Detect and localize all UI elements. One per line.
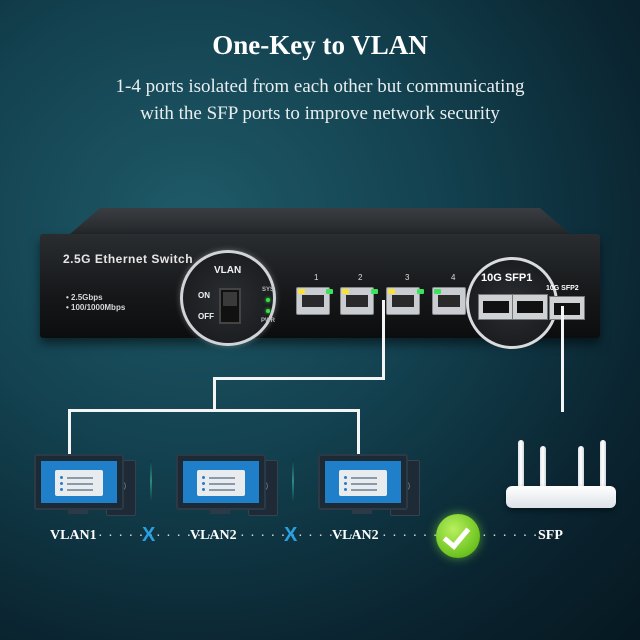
port-led bbox=[417, 289, 424, 294]
vlan2-label-b: VLAN2 bbox=[332, 528, 379, 543]
subtitle-line-2: with the SFP ports to improve network se… bbox=[140, 103, 500, 124]
port-led bbox=[326, 289, 333, 294]
wire-upper-drop bbox=[213, 377, 216, 412]
pwr-led-label: PWR bbox=[261, 318, 275, 324]
switch-model-label: 2.5G Ethernet Switch bbox=[63, 252, 194, 266]
link-dots: · · · · · · bbox=[98, 529, 155, 544]
port-number-2: 2 bbox=[358, 273, 363, 282]
spec-speed-2: • 100/1000Mbps bbox=[66, 303, 126, 312]
toggle-knob bbox=[223, 292, 237, 306]
blocked-x-icon: X bbox=[142, 524, 156, 546]
vlan1-label: VLAN1 bbox=[50, 528, 97, 543]
link-dots: · · · · · · bbox=[298, 529, 355, 544]
port-number-3: 3 bbox=[405, 273, 410, 282]
sfp2-slot[interactable] bbox=[549, 296, 585, 320]
sfp1-slot-b[interactable] bbox=[512, 294, 548, 320]
port-led bbox=[434, 289, 441, 294]
wire-pc3-drop bbox=[357, 409, 360, 457]
wire-upper-horizontal bbox=[213, 377, 385, 380]
wire-pc1-drop bbox=[68, 409, 71, 457]
port-number-1: 1 bbox=[314, 273, 319, 282]
vlan-off-label: OFF bbox=[198, 312, 214, 321]
vlan-toggle-switch[interactable] bbox=[219, 288, 241, 324]
port-led bbox=[388, 289, 395, 294]
blocked-x-icon: X bbox=[284, 524, 298, 546]
sfp2-label: 10G SFP2 bbox=[546, 285, 579, 292]
link-dots: · · · · · · bbox=[156, 529, 213, 544]
monitor-icon bbox=[34, 454, 124, 510]
divider-line bbox=[292, 460, 294, 502]
check-icon bbox=[436, 514, 480, 558]
sfp1-slot-a[interactable] bbox=[478, 294, 514, 320]
link-dots: · · · · · · bbox=[240, 529, 297, 544]
computer-vlan2-b bbox=[318, 454, 428, 516]
vlan2-label-a: VLAN2 bbox=[190, 528, 237, 543]
wire-lower-horizontal bbox=[68, 409, 360, 412]
monitor-icon bbox=[318, 454, 408, 510]
sys-led-label: SYS bbox=[262, 287, 275, 293]
wire-port-vertical bbox=[382, 300, 385, 380]
divider-line bbox=[150, 460, 152, 502]
sfp1-label: 10G SFP1 bbox=[481, 272, 533, 284]
computer-vlan1 bbox=[34, 454, 144, 516]
port-number-4: 4 bbox=[451, 273, 456, 282]
port-led bbox=[298, 289, 305, 294]
port-led bbox=[342, 289, 349, 294]
switch-top-panel bbox=[70, 208, 570, 234]
subtitle-line-1: 1-4 ports isolated from each other but c… bbox=[115, 76, 525, 97]
vlan-button-title: VLAN bbox=[214, 265, 242, 276]
page-title: One-Key to VLAN bbox=[212, 30, 428, 60]
pwr-led bbox=[266, 309, 270, 313]
wire-sfp-router bbox=[561, 306, 564, 412]
spec-speed-1: • 2.5Gbps bbox=[66, 293, 103, 302]
port-led bbox=[371, 289, 378, 294]
link-dots: · · · · · · bbox=[382, 529, 439, 544]
sfp-label: SFP bbox=[538, 528, 563, 543]
sys-led bbox=[266, 298, 270, 302]
computer-vlan2-a bbox=[176, 454, 286, 516]
link-dots: · · · · · · bbox=[482, 529, 539, 544]
monitor-icon bbox=[176, 454, 266, 510]
vlan-on-label: ON bbox=[198, 291, 210, 300]
